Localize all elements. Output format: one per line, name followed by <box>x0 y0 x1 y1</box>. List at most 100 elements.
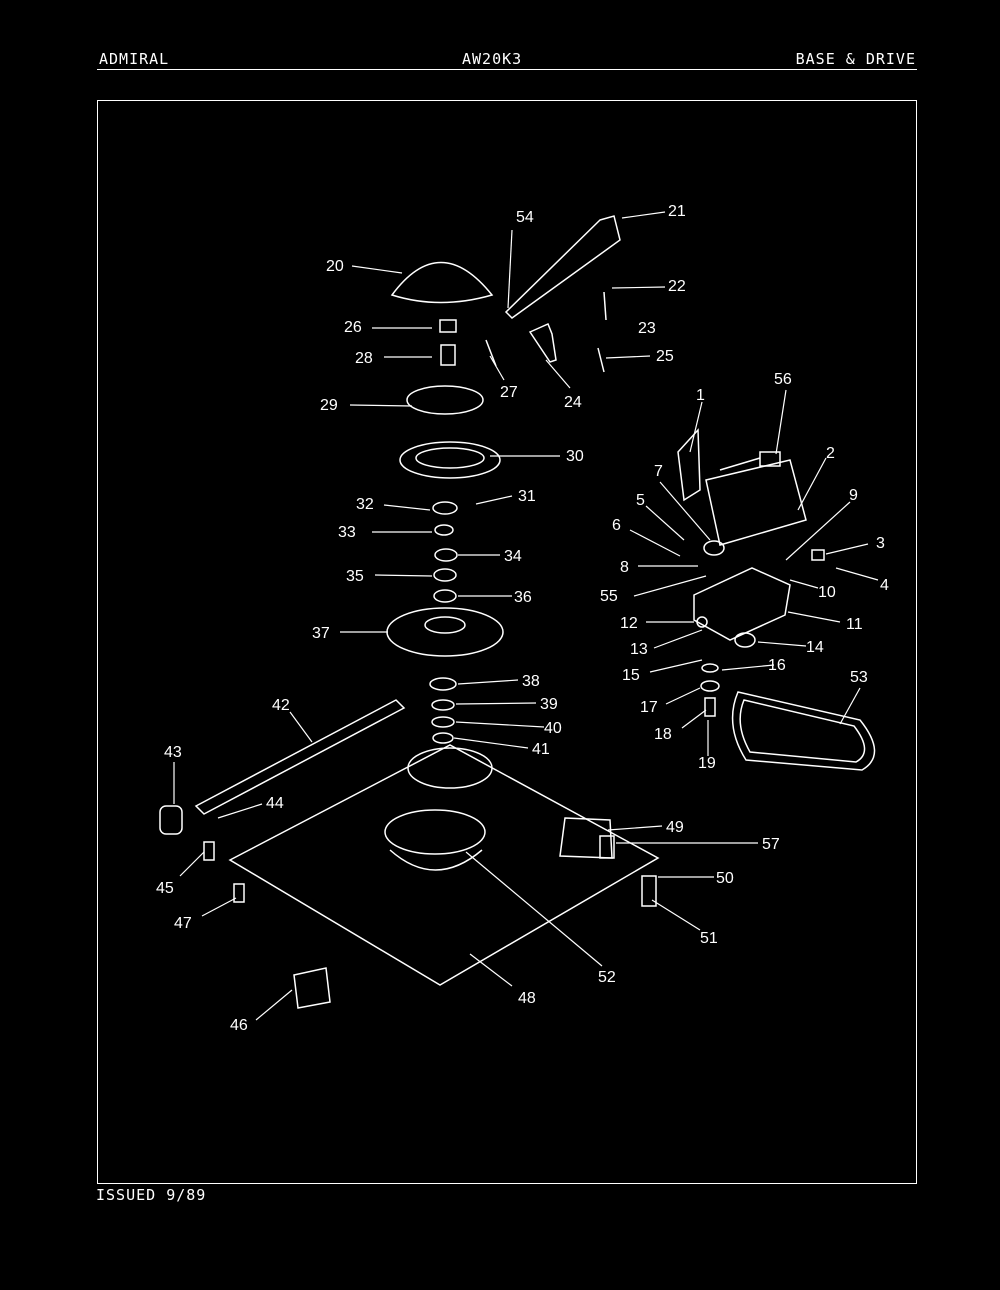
header-rule <box>97 69 917 70</box>
leader-lines <box>173 211 879 1021</box>
part-11-drawing <box>693 567 791 641</box>
callout-13: 13 <box>630 641 648 658</box>
part-36-drawing <box>433 589 457 603</box>
callout-7: 7 <box>654 463 663 480</box>
part-56-drawing <box>705 459 807 546</box>
callout-52: 52 <box>598 969 616 986</box>
diagram-frame <box>97 100 917 1184</box>
part-41-drawing <box>432 732 454 744</box>
part-22-drawing <box>603 291 607 321</box>
callout-29: 29 <box>320 397 338 414</box>
callout-55: 55 <box>600 588 618 605</box>
callout-19: 19 <box>698 755 716 772</box>
callout-57: 57 <box>762 836 780 853</box>
callout-36: 36 <box>514 589 532 606</box>
part-50-drawing <box>641 875 657 907</box>
header-model: AW20K3 <box>462 50 523 68</box>
callout-32: 32 <box>356 496 374 513</box>
callout-9: 9 <box>849 487 858 504</box>
part-drawings <box>159 215 876 1009</box>
callout-48: 48 <box>518 990 536 1007</box>
callout-49: 49 <box>666 819 684 836</box>
part-29-drawing <box>406 385 484 415</box>
callout-38: 38 <box>522 673 540 690</box>
part-38-drawing <box>429 677 457 691</box>
part-33-drawing <box>434 524 454 536</box>
callout-42: 42 <box>272 697 290 714</box>
callout-51: 51 <box>700 930 718 947</box>
callout-37: 37 <box>312 625 330 642</box>
part-14-drawing <box>734 632 756 648</box>
callout-41: 41 <box>532 741 550 758</box>
part-53-drawing <box>731 691 876 771</box>
callout-10: 10 <box>818 584 836 601</box>
callout-2: 2 <box>826 445 835 462</box>
part-17-drawing <box>700 680 720 692</box>
callout-47: 47 <box>174 915 192 932</box>
part-18-drawing <box>704 697 716 717</box>
part-1-drawing <box>677 428 701 502</box>
part-52-drawing <box>384 809 486 855</box>
callout-21: 21 <box>668 203 686 220</box>
callout-15: 15 <box>622 667 640 684</box>
part-37-drawing <box>386 607 504 657</box>
part-49-drawing <box>559 817 613 859</box>
callout-18: 18 <box>654 726 672 743</box>
part-45-drawing <box>203 841 215 861</box>
callout-5: 5 <box>636 492 645 509</box>
part-32-drawing <box>432 501 458 515</box>
callout-33: 33 <box>338 524 356 541</box>
callout-44: 44 <box>266 795 284 812</box>
callout-14: 14 <box>806 639 824 656</box>
callout-34: 34 <box>504 548 522 565</box>
callout-6: 6 <box>612 517 621 534</box>
callout-56: 56 <box>774 371 792 388</box>
part-34-drawing <box>434 548 458 562</box>
callout-12: 12 <box>620 615 638 632</box>
part-16-drawing <box>701 663 719 673</box>
callout-27: 27 <box>500 384 518 401</box>
part-27-drawing <box>485 339 497 367</box>
callout-23: 23 <box>638 320 656 337</box>
part-3-drawing <box>811 549 825 561</box>
part-21-drawing <box>504 215 621 319</box>
part-25-drawing <box>597 347 605 373</box>
part-30-drawing <box>399 441 501 479</box>
part-46-drawing <box>293 967 331 1009</box>
callout-11: 11 <box>846 616 863 633</box>
callout-16: 16 <box>768 657 786 674</box>
footer-issued: ISSUED 9/89 <box>96 1186 207 1204</box>
header-brand: ADMIRAL <box>99 50 170 68</box>
callout-28: 28 <box>355 350 373 367</box>
callout-54: 54 <box>516 209 534 226</box>
callout-50: 50 <box>716 870 734 887</box>
header-section: BASE & DRIVE <box>795 50 916 68</box>
callout-43: 43 <box>164 744 182 761</box>
callout-45: 45 <box>156 880 174 897</box>
callout-3: 3 <box>876 535 885 552</box>
callout-30: 30 <box>566 448 584 465</box>
callout-31: 31 <box>518 488 536 505</box>
part-57-drawing <box>599 835 615 859</box>
callout-24: 24 <box>564 394 582 411</box>
callout-8: 8 <box>620 559 629 576</box>
part-40-drawing <box>431 716 455 728</box>
part-47-drawing <box>233 883 245 903</box>
part-24-drawing <box>528 322 557 363</box>
callout-46: 46 <box>230 1017 248 1034</box>
callout-1: 1 <box>696 387 705 404</box>
part-7-drawing <box>703 540 725 556</box>
part-26-drawing <box>439 319 457 333</box>
callout-40: 40 <box>544 720 562 737</box>
callout-22: 22 <box>668 278 686 295</box>
callout-26: 26 <box>344 319 362 336</box>
part-12-drawing <box>696 616 708 628</box>
part-43-drawing <box>159 805 183 835</box>
part-28-drawing <box>440 344 456 366</box>
callout-25: 25 <box>656 348 674 365</box>
callout-39: 39 <box>540 696 558 713</box>
part-20-drawing <box>390 261 494 304</box>
part-48-drawing <box>228 744 660 986</box>
